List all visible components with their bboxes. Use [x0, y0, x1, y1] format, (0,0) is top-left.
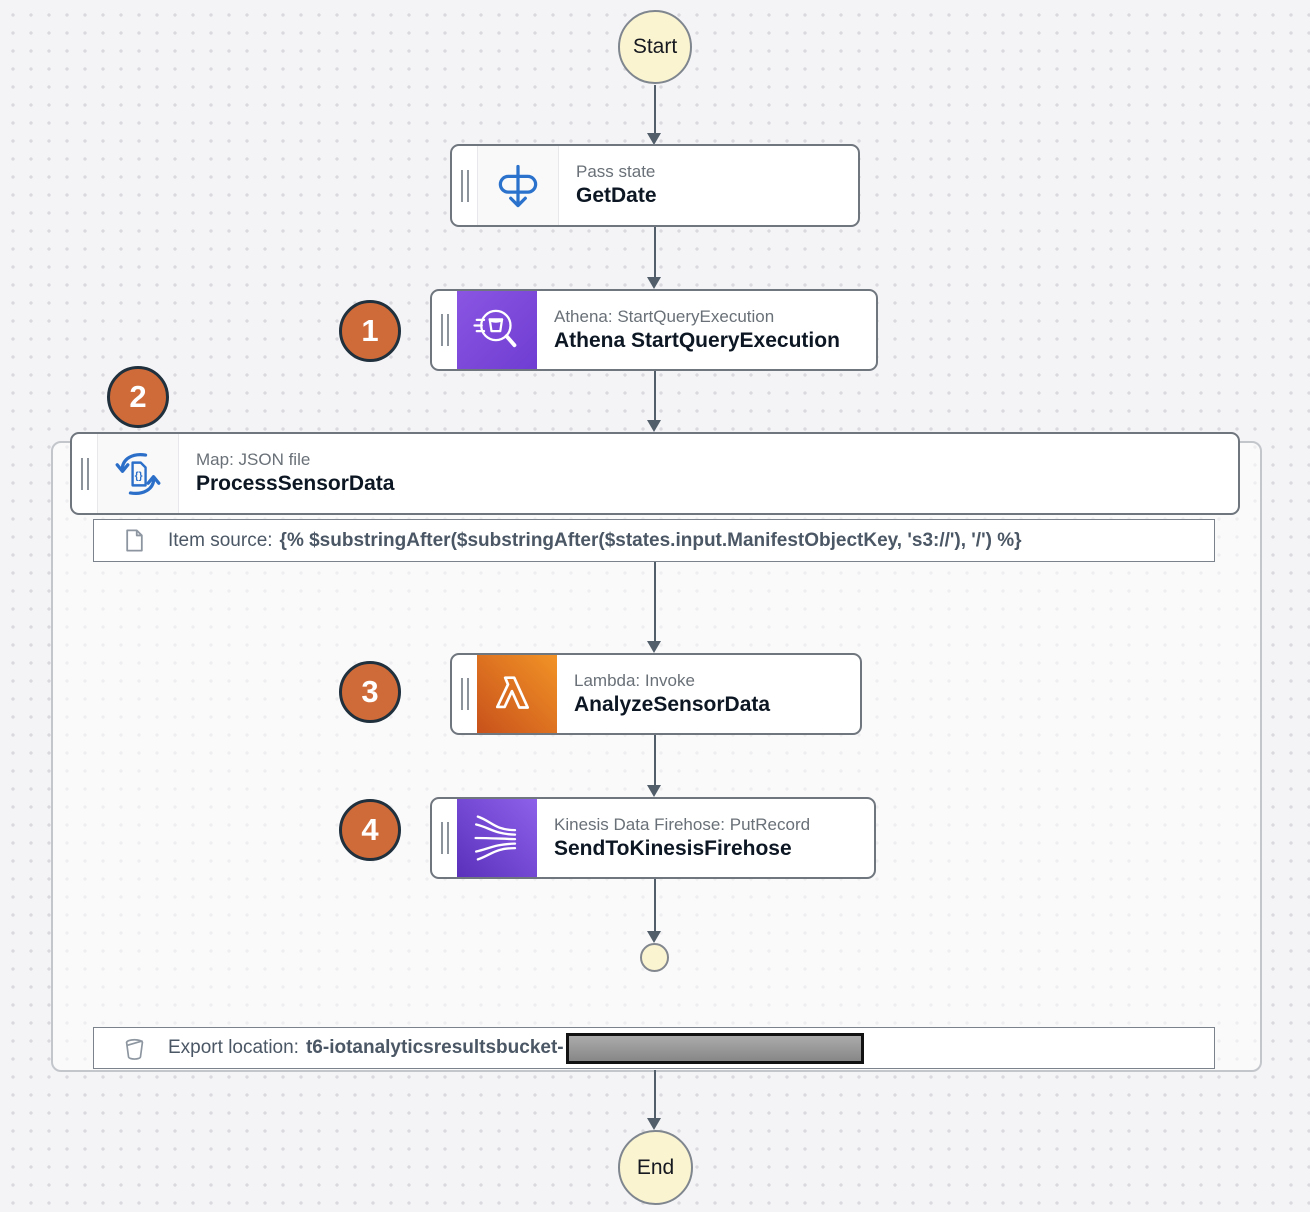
redacted-bucket-suffix	[565, 1032, 864, 1064]
arrowhead-itemsource-to-lambda	[647, 641, 661, 653]
edge-lambda-to-kinesis	[654, 735, 656, 785]
item-source-label: Item source:	[168, 529, 273, 551]
item-source-value: {% $substringAfter($substringAfter($stat…	[279, 529, 1022, 551]
state-name: AnalyzeSensorData	[574, 692, 771, 716]
grip-icon	[80, 457, 89, 490]
grip-icon	[440, 822, 449, 854]
grip-icon	[460, 169, 469, 202]
badge-number: 2	[129, 379, 147, 414]
state-name: GetDate	[576, 184, 657, 208]
map-state-icon: {}	[112, 448, 164, 500]
map-export-location-bar: Export location: t6-iotanalyticsresultsb…	[93, 1027, 1215, 1069]
badge-number: 4	[361, 812, 379, 847]
pass-state-icon	[495, 163, 541, 209]
arrowhead-kinesis-to-mapend	[647, 931, 661, 943]
lambda-text-cell: Lambda: Invoke AnalyzeSensorData	[557, 655, 770, 733]
callout-badge-4: 4	[339, 799, 401, 861]
arrowhead-pass-to-athena	[647, 277, 661, 289]
drag-handle[interactable]	[432, 291, 457, 369]
document-icon	[121, 527, 148, 554]
callout-badge-1: 1	[339, 300, 401, 362]
svg-text:{}: {}	[135, 470, 143, 481]
edge-athena-to-map	[654, 371, 656, 420]
state-lambda-analyzesensordata[interactable]: Lambda: Invoke AnalyzeSensorData	[450, 653, 862, 735]
state-athena-startqueryexecution[interactable]: Athena: StartQueryExecution Athena Start…	[430, 289, 878, 371]
arrowhead-athena-to-map	[647, 420, 661, 432]
map-end-node	[640, 943, 669, 972]
drag-handle[interactable]	[72, 434, 97, 513]
edge-itemsource-to-lambda	[654, 562, 656, 641]
end-node: End	[618, 1130, 693, 1205]
map-item-source-bar: Item source: {% $substringAfter($substri…	[93, 519, 1215, 562]
state-map-processsensordata[interactable]: {} Map: JSON file ProcessSensorData	[70, 432, 1240, 515]
drag-handle[interactable]	[452, 146, 477, 225]
athena-icon-cell	[457, 291, 537, 369]
edge-map-to-end	[654, 1070, 656, 1118]
drag-handle[interactable]	[432, 799, 457, 877]
edge-kinesis-to-mapend	[654, 879, 656, 931]
pass-icon-cell	[477, 146, 559, 225]
export-location-value: t6-iotanalyticsresultsbucket-	[305, 1037, 564, 1058]
state-type-label: Map: JSON file	[196, 450, 311, 470]
badge-number: 3	[361, 674, 379, 709]
state-type-label: Pass state	[576, 162, 656, 182]
end-label: End	[636, 1155, 675, 1179]
pass-text-cell: Pass state GetDate	[559, 146, 657, 225]
firehose-icon-cell	[457, 799, 537, 877]
map-text-cell: Map: JSON file ProcessSensorData	[179, 434, 394, 513]
edge-start-to-pass	[654, 85, 656, 134]
edge-pass-to-athena	[654, 227, 656, 277]
arrowhead-start-to-pass	[647, 133, 661, 145]
grip-icon	[460, 678, 469, 710]
grip-icon	[440, 314, 449, 346]
drag-handle[interactable]	[452, 655, 477, 733]
state-name: SendToKinesisFirehose	[554, 836, 792, 860]
state-type-label: Kinesis Data Firehose: PutRecord	[554, 814, 811, 834]
athena-service-icon	[470, 303, 524, 357]
start-node: Start	[618, 10, 692, 84]
lambda-service-icon	[490, 667, 544, 721]
callout-badge-3: 3	[339, 661, 401, 723]
start-label: Start	[632, 35, 678, 58]
state-pass-getdate[interactable]: Pass state GetDate	[450, 144, 860, 227]
state-name: Athena StartQueryExecution	[554, 328, 840, 352]
map-icon-cell: {}	[97, 434, 179, 513]
state-type-label: Athena: StartQueryExecution	[554, 306, 775, 326]
athena-text-cell: Athena: StartQueryExecution Athena Start…	[537, 291, 840, 369]
arrowhead-lambda-to-kinesis	[647, 785, 661, 797]
item-source-text: Item source: {% $substringAfter($substri…	[168, 530, 1022, 552]
state-name: ProcessSensorData	[196, 472, 395, 496]
state-kinesis-sendtokinesisfirehose[interactable]: Kinesis Data Firehose: PutRecord SendToK…	[430, 797, 876, 879]
bucket-icon	[121, 1035, 148, 1062]
arrowhead-map-to-end	[647, 1118, 661, 1130]
state-type-label: Lambda: Invoke	[574, 670, 695, 690]
callout-badge-2: 2	[107, 366, 169, 428]
export-location-label: Export location:	[168, 1037, 299, 1058]
kinesis-text-cell: Kinesis Data Firehose: PutRecord SendToK…	[537, 799, 810, 877]
lambda-icon-cell	[477, 655, 557, 733]
kinesis-firehose-icon	[470, 811, 524, 865]
export-location-text: Export location: t6-iotanalyticsresultsb…	[168, 1032, 864, 1064]
badge-number: 1	[361, 313, 379, 348]
